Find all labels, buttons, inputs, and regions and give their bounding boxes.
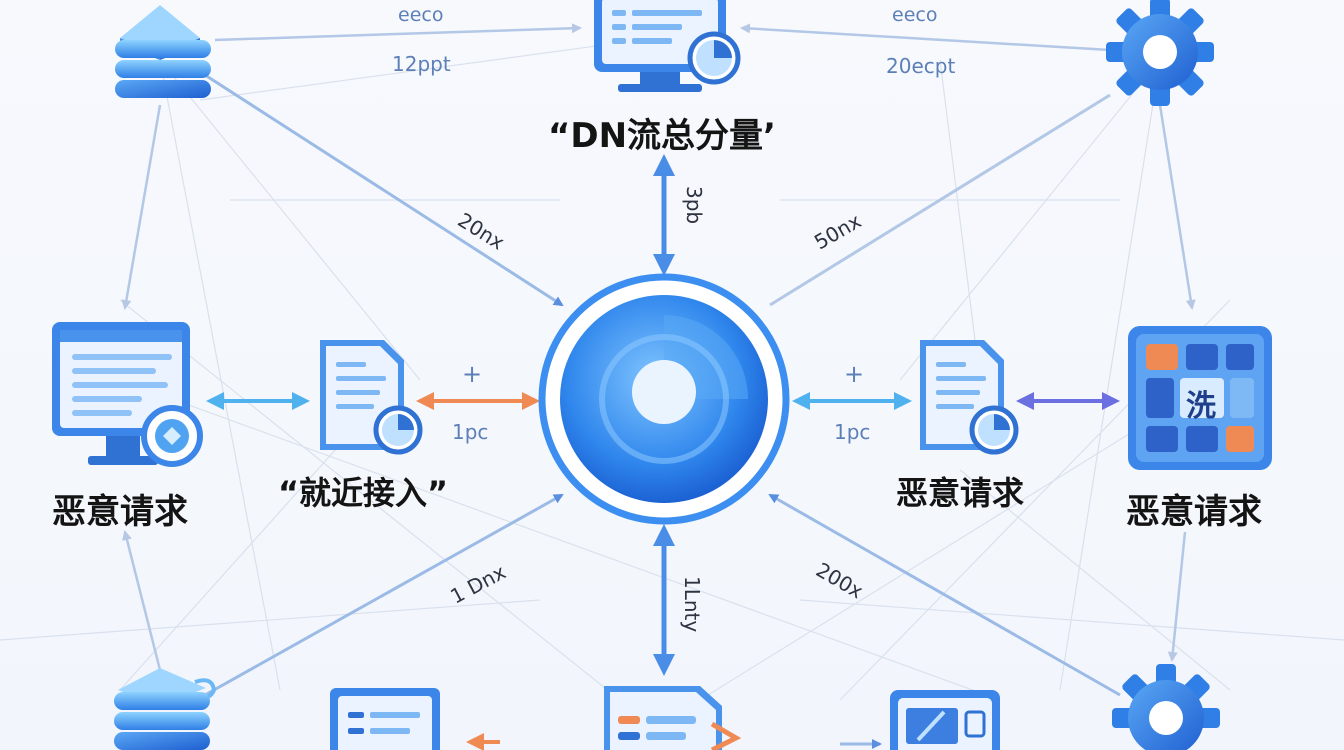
edge-label-mid-left-plus: + [462,360,483,388]
edge-label-top-left-code: eeco [398,4,444,26]
edge-label-vertical-top: 3pb [682,186,706,225]
edge-topleft-down [121,104,162,310]
edge-label-top-right-code: eeco [892,4,938,26]
document-icon-center-right [920,340,1019,455]
edge-bottomleft-up [122,530,162,671]
edge-topleft-to-hub [204,73,564,307]
database-stack-icon-top-left [115,5,211,98]
monitor-icon-left [52,322,203,467]
dashboard-tile-char: 洗 [1186,389,1216,424]
database-stack-icon-bottom-left [114,668,217,750]
document-icon-bottom-center [604,686,742,750]
edge-topright-to-monitor [740,23,1111,52]
edge-rightmid-down [1167,531,1187,662]
card-icon-bottom-right [890,690,1000,750]
edge-label-top-right-value: 20ecpt [886,54,956,78]
left-mid-label: 恶意请求 [52,492,188,532]
connector-lines [121,23,1196,697]
edge-topright-to-hub [769,93,1111,307]
gear-icon-top-right [1106,0,1214,106]
edge-topleft-to-monitor [214,23,582,42]
edge-bottomright-to-hub [768,493,1121,697]
edge-label-vertical-bottom: 1Lnty [680,576,704,633]
edge-topright-down [1158,104,1196,310]
right-mid-label: 恶意请求 [1126,492,1262,532]
gear-icon-bottom-right [1112,664,1220,750]
center-left-label: “就近接入” [278,474,449,512]
edge-label-mid-right-plus: + [844,360,865,388]
center-right-label: 恶意请求 [896,474,1025,512]
top-center-label: “DN流总分量’ [548,116,776,156]
monitor-chart-icon-top [594,0,741,92]
edge-label-mid-right-value: 1pc [834,420,871,444]
edge-label-mid-left-value: 1pc [452,420,489,444]
edge-label-top-left-value: 12ppt [392,52,451,76]
dashboard-tile-icon-right [1128,326,1272,470]
document-icon-center-left [320,340,423,455]
central-hub-icon [538,273,790,525]
edge-bottomleft-to-hub [204,493,564,697]
document-icon-bottom-left [330,688,440,750]
